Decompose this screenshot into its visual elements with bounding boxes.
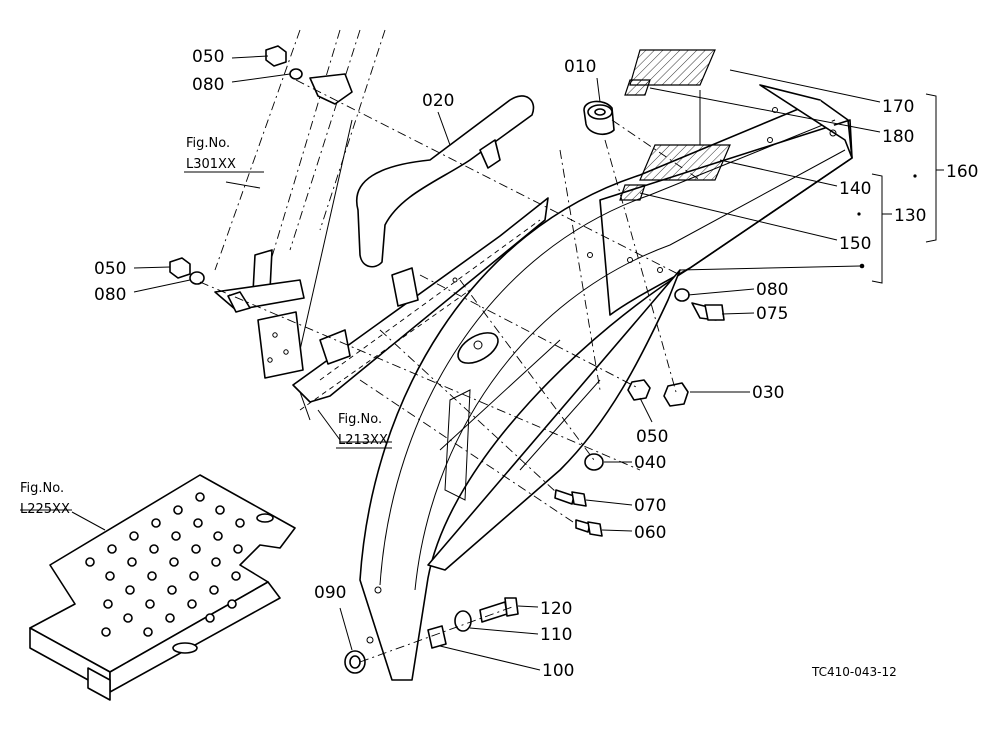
frame-l301 [214,29,386,379]
decal-140 [639,144,731,181]
collar-100 [427,625,447,649]
fig-l225-code: L225XX [20,502,70,517]
hardware [169,45,725,674]
label-140: 140 [839,179,871,199]
decal-170 [629,49,716,86]
nut-050-right [627,379,651,401]
label-050-right: 050 [636,427,668,447]
part-labels: 050 080 050 080 010 020 170 180 160 140 … [94,47,978,681]
label-075: 075 [756,304,788,324]
label-050-mid: 050 [94,259,126,279]
nut-030 [663,382,689,407]
washer-080-top [289,68,303,80]
fender [359,84,853,681]
decal-180 [624,79,651,96]
nut-040 [584,453,604,471]
label-160: 160 [946,162,978,182]
label-180: 180 [882,127,914,147]
drawing-code: TC410-043-12 [811,665,897,679]
bolt-060 [575,519,591,533]
nut-050-top [265,45,287,67]
bolt-120 [479,601,508,623]
fig-l301-title: Fig.No. [186,136,230,151]
washer-110 [454,610,472,632]
label-150: 150 [839,234,871,254]
label-110: 110 [540,625,572,645]
step-holes [85,492,245,637]
label-030: 030 [752,383,784,403]
label-080-top: 080 [192,75,224,95]
nut-050-mid [169,257,191,279]
label-090: 090 [314,583,346,603]
decal-150 [619,184,646,201]
fig-l301-code: L301XX [186,157,236,172]
leader-lines [20,55,917,671]
group-brackets [871,93,944,284]
bolt-070 [554,489,575,505]
decals [619,49,731,201]
floor-step-l225 [29,474,296,701]
grab-handle [355,95,535,268]
label-130: 130 [894,206,926,226]
label-010: 010 [564,57,596,77]
fig-l213-title: Fig.No. [338,412,382,427]
label-100: 100 [542,661,574,681]
assembly-lines [199,79,701,663]
label-080-right: 080 [756,280,788,300]
label-080-mid: 080 [94,285,126,305]
label-070: 070 [634,496,666,516]
label-020: 020 [422,91,454,111]
label-170: 170 [882,97,914,117]
washer-080-right [674,288,690,302]
label-060: 060 [634,523,666,543]
label-050-top: 050 [192,47,224,67]
washer-080-mid [189,271,205,285]
figure-refs: Fig.No. L301XX Fig.No. L213XX Fig.No. L2… [20,136,392,517]
frame-l213 [292,197,549,421]
fig-l213-code: L213XX [338,433,388,448]
fig-l225-title: Fig.No. [20,481,64,496]
label-120: 120 [540,599,572,619]
label-040: 040 [634,453,666,473]
